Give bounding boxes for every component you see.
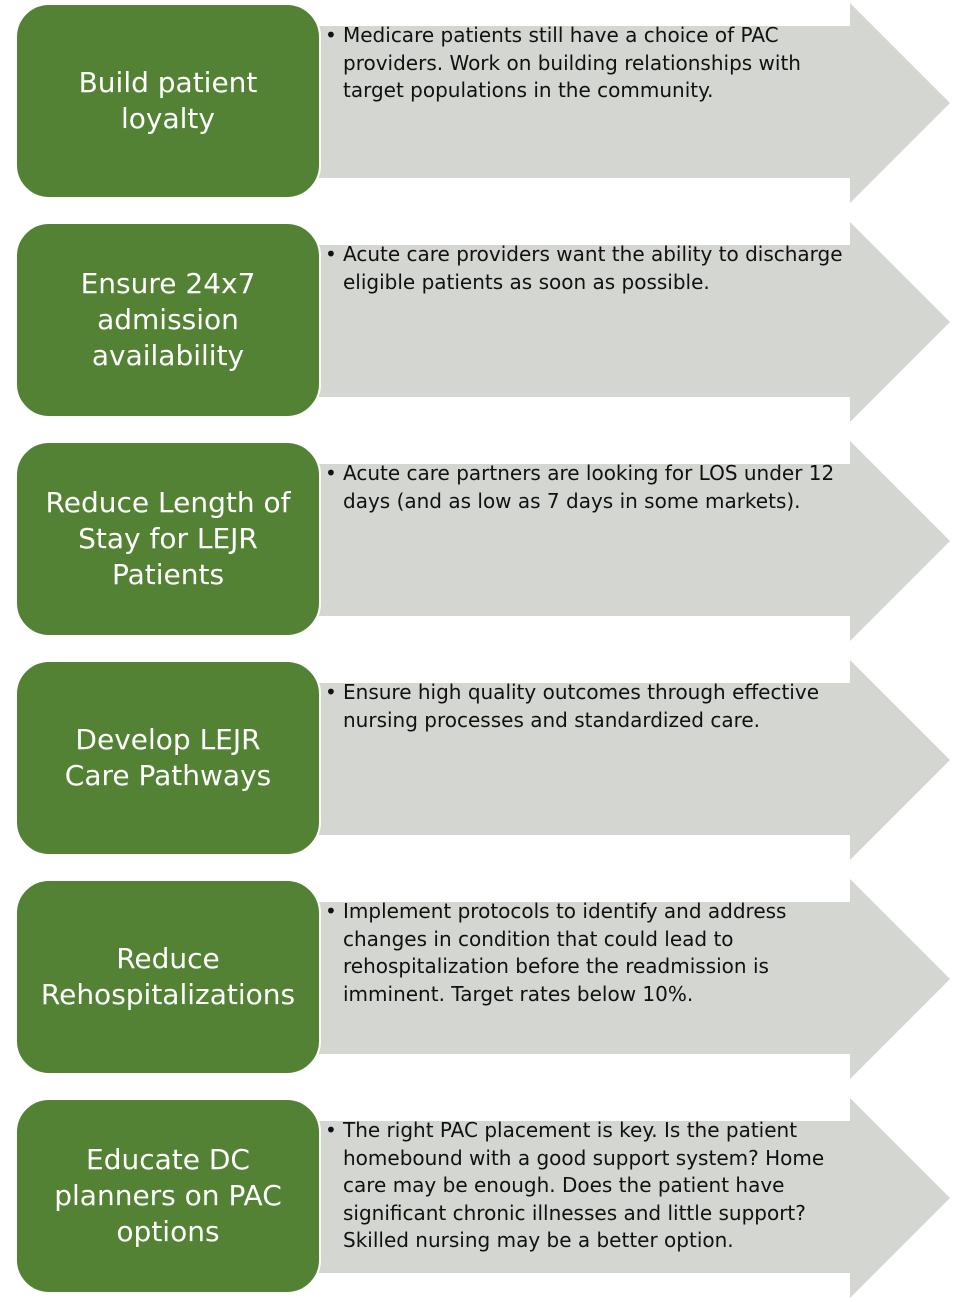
step-label-box: Ensure 24x7 admission availability xyxy=(15,222,321,418)
step-row: •Acute care partners are looking for LOS… xyxy=(0,438,965,644)
step-detail-list: •Acute care partners are looking for LOS… xyxy=(325,460,865,515)
step-label-box: Reduce Rehospitalizations xyxy=(15,879,321,1075)
step-detail-list: •Implement protocols to identify and add… xyxy=(325,898,865,1008)
step-detail-text: Acute care providers want the ability to… xyxy=(343,242,843,294)
step-detail-list: •The right PAC placement is key. Is the … xyxy=(325,1117,865,1255)
step-detail-list: •Ensure high quality outcomes through ef… xyxy=(325,679,865,734)
step-detail: •Medicare patients still have a choice o… xyxy=(325,22,865,105)
step-label-box: Build patient loyalty xyxy=(15,3,321,199)
step-label: Reduce Rehospitalizations xyxy=(40,942,296,1011)
bullet-icon: • xyxy=(325,899,337,923)
step-detail: •Acute care providers want the ability t… xyxy=(325,241,865,296)
step-row: •Implement protocols to identify and add… xyxy=(0,876,965,1082)
step-label: Build patient loyalty xyxy=(78,66,258,135)
step-detail-text: Ensure high quality outcomes through eff… xyxy=(343,680,820,732)
step-detail: •Acute care partners are looking for LOS… xyxy=(325,460,865,515)
step-detail: •Implement protocols to identify and add… xyxy=(325,898,865,1008)
step-detail-list: •Acute care providers want the ability t… xyxy=(325,241,865,296)
step-label: Ensure 24x7 admission availability xyxy=(80,267,256,372)
bullet-icon: • xyxy=(325,242,337,266)
step-detail-text: The right PAC placement is key. Is the p… xyxy=(343,1118,825,1252)
step-label: Reduce Length of Stay for LEJR Patients xyxy=(45,486,291,591)
step-row: •The right PAC placement is key. Is the … xyxy=(0,1095,965,1301)
step-detail-list: •Medicare patients still have a choice o… xyxy=(325,22,865,105)
step-detail: •Ensure high quality outcomes through ef… xyxy=(325,679,865,734)
step-detail-text: Implement protocols to identify and addr… xyxy=(343,899,787,1006)
arrow-shape xyxy=(300,222,950,422)
arrow-shape xyxy=(300,3,950,203)
step-detail: •The right PAC placement is key. Is the … xyxy=(325,1117,865,1255)
step-row: •Medicare patients still have a choice o… xyxy=(0,0,965,206)
bullet-icon: • xyxy=(325,680,337,704)
step-label-box: Reduce Length of Stay for LEJR Patients xyxy=(15,441,321,637)
arrow-shape xyxy=(300,660,950,860)
step-label: Educate DC planners on PAC options xyxy=(54,1143,282,1248)
step-row: •Acute care providers want the ability t… xyxy=(0,219,965,425)
arrow-shape xyxy=(300,879,950,1079)
step-label: Develop LEJR Care Pathways xyxy=(64,723,272,792)
step-detail-text: Medicare patients still have a choice of… xyxy=(343,23,801,102)
step-row: •Ensure high quality outcomes through ef… xyxy=(0,657,965,863)
step-detail-text: Acute care partners are looking for LOS … xyxy=(343,461,835,513)
step-label-box: Educate DC planners on PAC options xyxy=(15,1098,321,1294)
arrow-shape xyxy=(300,441,950,641)
bullet-icon: • xyxy=(325,23,337,47)
step-label-box: Develop LEJR Care Pathways xyxy=(15,660,321,856)
bullet-icon: • xyxy=(325,461,337,485)
bullet-icon: • xyxy=(325,1118,337,1142)
arrow-shape xyxy=(300,1098,950,1298)
